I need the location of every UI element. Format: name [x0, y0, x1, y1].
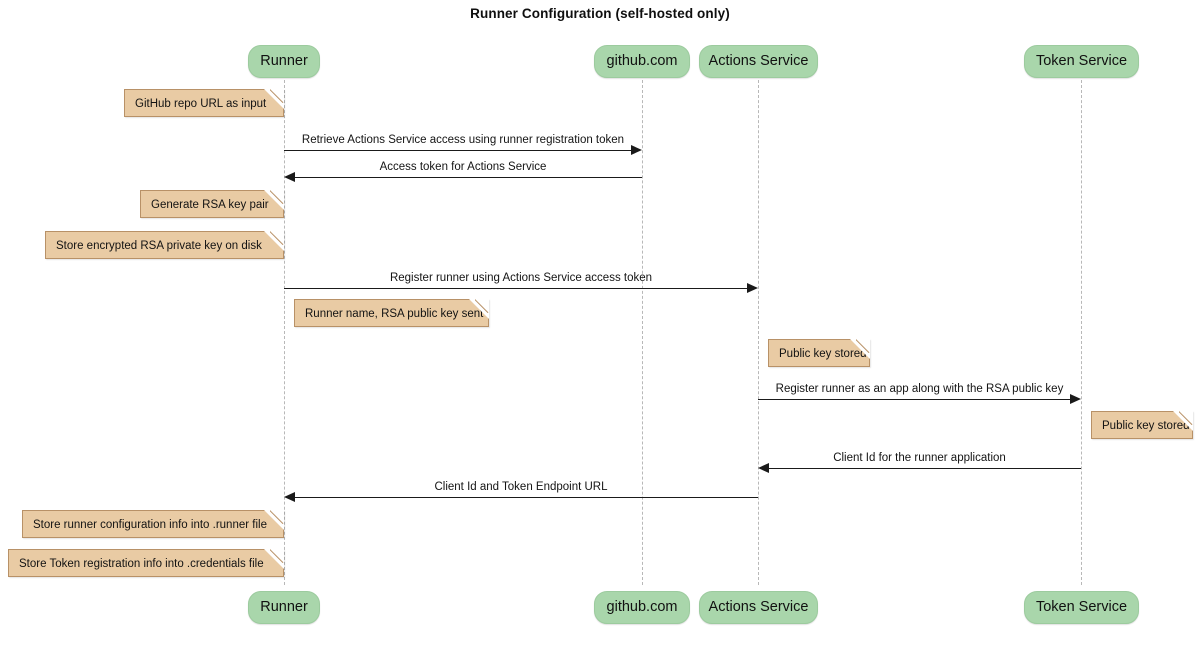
participant-label: Actions Service	[708, 599, 809, 615]
lifeline-github	[642, 80, 643, 585]
note-label: GitHub repo URL as input	[135, 98, 267, 110]
note-label: Store Token registration info into .cred…	[19, 558, 264, 570]
participant-runner-top[interactable]: Runner	[248, 45, 320, 78]
participant-label: Actions Service	[708, 53, 809, 69]
participant-actions-top[interactable]: Actions Service	[699, 45, 818, 78]
participant-label: Token Service	[1035, 53, 1128, 69]
message-arrowhead-m3	[747, 283, 758, 293]
message-line-m5	[769, 468, 1081, 469]
message-arrowhead-m5	[758, 463, 769, 473]
lifeline-runner	[284, 80, 285, 585]
note-generate-rsa-key-pair: Generate RSA key pair	[140, 190, 284, 218]
participant-github-bottom[interactable]: github.com	[594, 591, 690, 624]
note-fold-edge-icon	[270, 231, 284, 245]
note-runner-name-public-key: Runner name, RSA public key sent	[294, 299, 489, 327]
note-fold-edge-icon	[270, 89, 284, 103]
participant-token-bottom[interactable]: Token Service	[1024, 591, 1139, 624]
lifeline-token	[1081, 80, 1082, 585]
page-title: Runner Configuration (self-hosted only)	[470, 6, 730, 21]
message-line-m6	[295, 497, 758, 498]
note-label: Store runner configuration info into .ru…	[33, 519, 267, 531]
note-label: Public key stored	[779, 348, 867, 360]
message-line-m1	[284, 150, 632, 151]
note-fold-edge-icon	[475, 299, 489, 313]
participant-label: github.com	[606, 53, 678, 69]
message-label-m1: Retrieve Actions Service access using ru…	[301, 134, 625, 146]
message-label-m3: Register runner using Actions Service ac…	[389, 272, 653, 284]
participant-runner-bottom[interactable]: Runner	[248, 591, 320, 624]
message-label-m5: Client Id for the runner application	[833, 452, 1006, 464]
note-fold-edge-icon	[270, 510, 284, 524]
note-fold-edge-icon	[856, 339, 870, 353]
message-label-m2: Access token for Actions Service	[379, 161, 547, 173]
note-fold-edge-icon	[270, 190, 284, 204]
note-public-key-stored-actions: Public key stored	[768, 339, 870, 367]
message-label-m4: Register runner as an app along with the…	[775, 383, 1064, 395]
note-label: Store encrypted RSA private key on disk	[56, 240, 262, 252]
note-public-key-stored-token: Public key stored	[1091, 411, 1193, 439]
message-line-m4	[758, 399, 1071, 400]
note-label: Public key stored	[1102, 420, 1190, 432]
note-label: Runner name, RSA public key sent	[305, 308, 484, 320]
message-arrowhead-m2	[284, 172, 295, 182]
message-arrowhead-m4	[1070, 394, 1081, 404]
message-label-m6: Client Id and Token Endpoint URL	[434, 481, 608, 493]
note-store-runner-config: Store runner configuration info into .ru…	[22, 510, 284, 538]
message-arrowhead-m6	[284, 492, 295, 502]
participant-label: Runner	[260, 53, 308, 69]
note-fold-edge-icon	[1179, 411, 1193, 425]
participant-label: github.com	[606, 599, 678, 615]
lifeline-actions	[758, 80, 759, 585]
note-fold-edge-icon	[270, 549, 284, 563]
participant-label: Runner	[260, 599, 308, 615]
note-github-repo-url: GitHub repo URL as input	[124, 89, 284, 117]
participant-actions-bottom[interactable]: Actions Service	[699, 591, 818, 624]
message-line-m2	[295, 177, 642, 178]
message-line-m3	[284, 288, 748, 289]
participant-github-top[interactable]: github.com	[594, 45, 690, 78]
participant-label: Token Service	[1035, 599, 1128, 615]
note-label: Generate RSA key pair	[151, 199, 269, 211]
message-arrowhead-m1	[631, 145, 642, 155]
participant-token-top[interactable]: Token Service	[1024, 45, 1139, 78]
note-store-encrypted-rsa-key: Store encrypted RSA private key on disk	[45, 231, 284, 259]
note-store-token-registration: Store Token registration info into .cred…	[8, 549, 284, 577]
